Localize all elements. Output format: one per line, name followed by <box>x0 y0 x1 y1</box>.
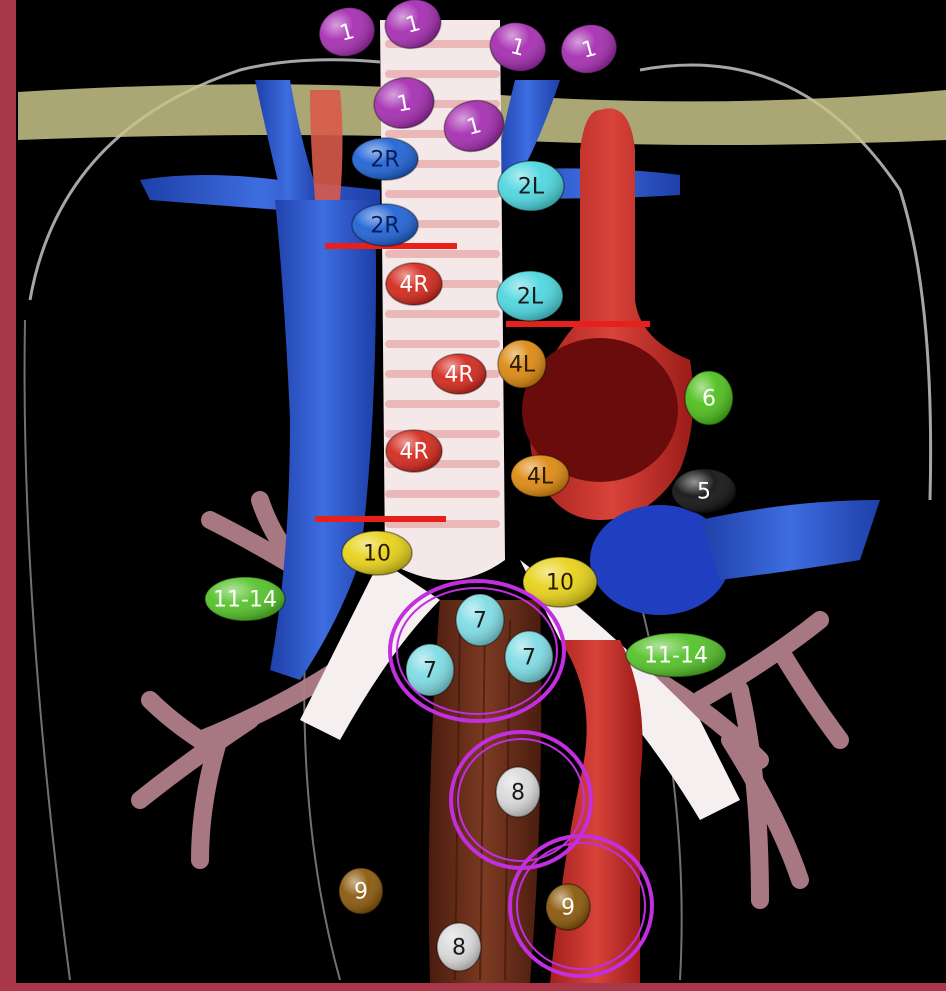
lymph-node-station-8: 8 <box>496 767 540 817</box>
lymph-node-label: 4R <box>399 273 428 298</box>
lymph-node-label: 7 <box>522 646 536 671</box>
lymph-node-station-4R: 4R <box>386 263 442 305</box>
frame-bottom <box>0 983 946 991</box>
lymph-node-label: 5 <box>697 480 711 505</box>
lymph-node-station-4R: 4R <box>386 430 442 472</box>
lymph-node-station-2L: 2L <box>498 161 564 211</box>
lymph-node-label: 2R <box>370 214 399 239</box>
carotid-artery <box>310 90 343 200</box>
lymph-node-label: 9 <box>561 896 575 921</box>
lymph-node-station-7: 7 <box>456 594 504 646</box>
lymph-node-station-8: 8 <box>437 923 481 971</box>
lymph-node-station-2R: 2R <box>352 138 418 180</box>
lymph-node-label: 4L <box>527 465 554 490</box>
lymph-node-station-6: 6 <box>685 371 733 425</box>
lymph-node-label: 11-14 <box>213 588 277 613</box>
lymph-node-label: 7 <box>423 659 437 684</box>
lymph-node-label: 10 <box>363 542 391 567</box>
lymph-node-label: 7 <box>473 609 487 634</box>
lymph-node-station-2R: 2R <box>352 204 418 246</box>
lymph-node-station-4R: 4R <box>432 354 486 394</box>
lymph-node-label: 2R <box>370 148 399 173</box>
lymph-node-station-4L: 4L <box>498 340 546 388</box>
lymph-node-station-9: 9 <box>339 868 383 914</box>
lymph-node-station-11-14: 11-14 <box>626 633 726 677</box>
lymph-node-label: 8 <box>511 781 525 806</box>
lymph-node-label: 10 <box>546 571 574 596</box>
lymph-node-station-2L: 2L <box>497 271 563 321</box>
lymph-node-station-7: 7 <box>505 631 553 683</box>
lymph-node-label: 2L <box>517 285 544 310</box>
lymph-node-station-10: 10 <box>342 531 412 575</box>
lymph-node-label: 4R <box>399 440 428 465</box>
lymph-node-station-9: 9 <box>546 884 590 930</box>
lymph-node-label: 2L <box>518 175 545 200</box>
lymph-node-station-4L: 4L <box>511 455 569 497</box>
frame-left <box>0 0 16 991</box>
lymph-node-station-5: 5 <box>672 469 736 513</box>
lymph-node-label: 11-14 <box>644 644 708 669</box>
lymph-node-label: 4R <box>444 363 473 388</box>
lymph-node-label: 8 <box>452 936 466 961</box>
lymph-node-label: 4L <box>509 353 536 378</box>
lymph-node-label: 9 <box>354 880 368 905</box>
lymph-node-station-11-14: 11-14 <box>205 577 285 621</box>
lymph-node-label: 6 <box>702 387 716 412</box>
